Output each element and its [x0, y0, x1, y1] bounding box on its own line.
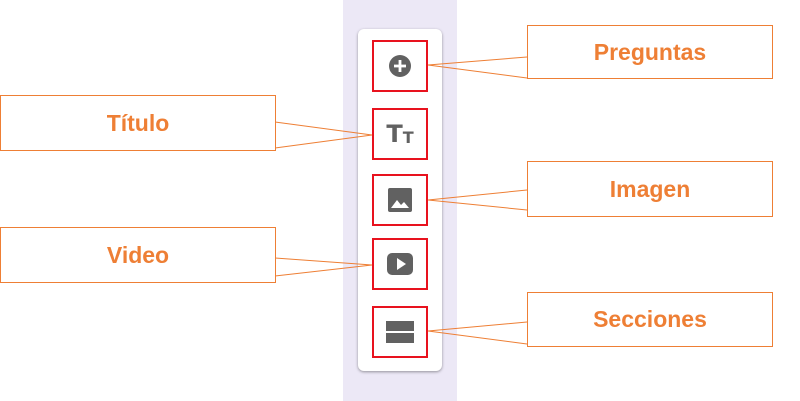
callout-imagen-label: Imagen [609, 175, 691, 202]
add-section-button[interactable] [372, 306, 428, 358]
callout-secciones: Secciones [527, 292, 773, 347]
callout-secciones-label: Secciones [593, 306, 707, 332]
section-split-icon [386, 321, 414, 343]
add-circle-icon [389, 55, 411, 77]
callout-titulo: Título [0, 95, 276, 151]
image-icon [388, 188, 412, 212]
add-image-button[interactable] [372, 174, 428, 226]
callout-video: Video [0, 227, 276, 283]
add-video-button[interactable] [372, 238, 428, 290]
callout-titulo-label: Título [106, 109, 170, 136]
add-question-button[interactable] [372, 40, 428, 92]
callout-imagen: Imagen [527, 161, 773, 217]
callout-preguntas: Preguntas [527, 25, 773, 79]
callout-preguntas-label: Preguntas [593, 38, 707, 65]
callout-video-label: Video [106, 241, 170, 268]
play-video-icon [387, 253, 413, 275]
